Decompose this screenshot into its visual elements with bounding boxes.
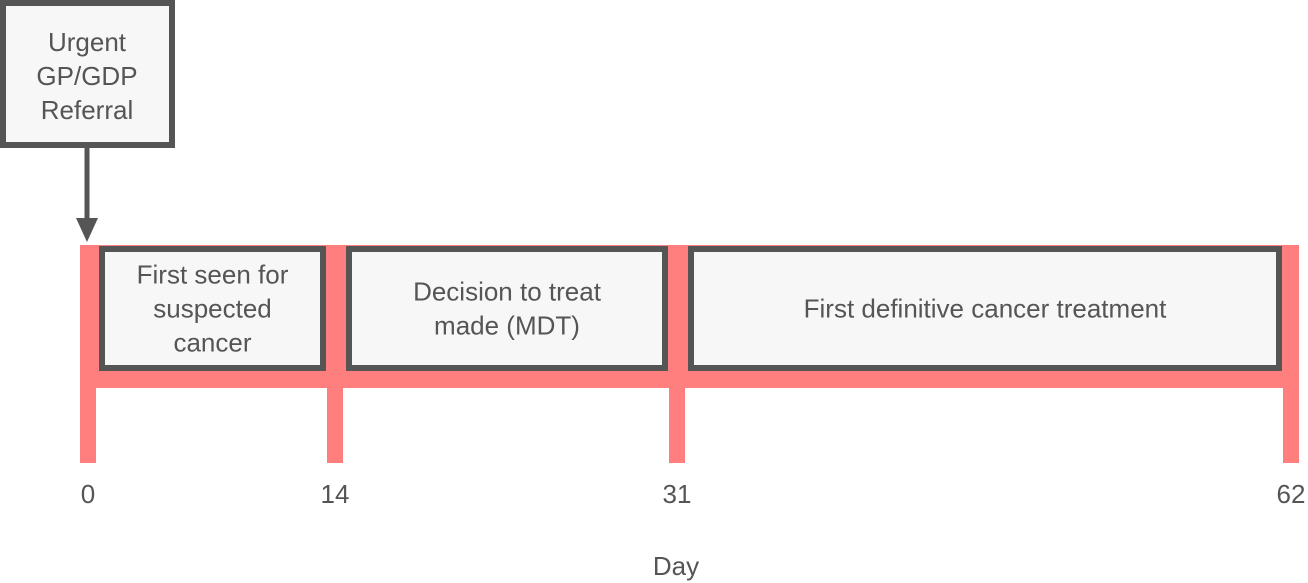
stage-1-line-2: suspected [153, 294, 272, 324]
timeline-post-31 [669, 245, 685, 463]
stage-3-line-1: First definitive cancer treatment [804, 294, 1167, 324]
stage-boxes: First seen for suspected cancer Decision to… [99, 246, 1282, 371]
tick-label-62: 62 [1277, 479, 1306, 509]
tick-label-14: 14 [321, 479, 350, 509]
timeline-post-14 [327, 245, 343, 463]
referral-line-2: GP/GDP [36, 61, 137, 91]
stage-1-line-1: First seen for [137, 260, 289, 290]
referral-line-3: Referral [41, 95, 133, 125]
tick-labels: 0 14 31 62 [81, 479, 1306, 509]
stage-box-3 [688, 246, 1282, 371]
axis-label: Day [653, 551, 699, 581]
tick-label-31: 31 [663, 479, 692, 509]
referral-line-1: Urgent [48, 27, 127, 57]
tick-label-0: 0 [81, 479, 95, 509]
stage-box-2 [346, 246, 668, 371]
stage-box-1 [99, 246, 326, 371]
stage-1-line-3: cancer [173, 328, 251, 358]
referral-box [0, 0, 175, 148]
stage-2-line-2: made (MDT) [434, 311, 580, 341]
timeline-post-0 [80, 245, 96, 463]
timeline-post-62 [1283, 245, 1299, 463]
referral-arrow-head [76, 218, 98, 242]
stage-2-line-1: Decision to treat [413, 277, 602, 307]
